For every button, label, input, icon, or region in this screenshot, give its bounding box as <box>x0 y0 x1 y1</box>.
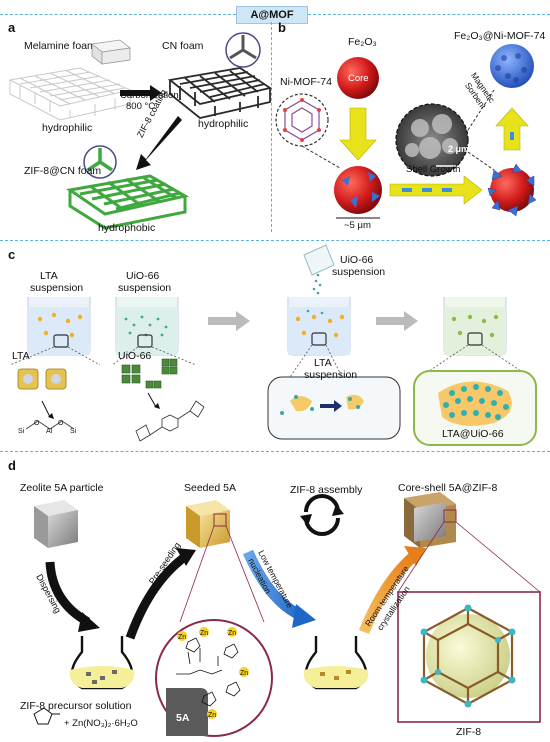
uio-suspension-label-1: UiO-66 <box>126 270 160 282</box>
fe2o3-core-sphere <box>337 57 379 99</box>
lta-mid-label-1: LTA <box>314 357 332 369</box>
zn-label-1: Zn <box>178 634 187 641</box>
precursor-label: ZIF-8 precursor solution <box>20 700 132 712</box>
zn-label-4: Zn <box>240 670 249 677</box>
divider-bc <box>0 240 550 241</box>
zif8-cn-foam-lattice <box>66 174 190 230</box>
carbonization-label: Carbonization <box>120 90 179 101</box>
melamine-foam-label: Melamine foam <box>24 40 96 52</box>
zn-label-5: Zn <box>208 712 217 719</box>
divider-ab <box>271 22 272 232</box>
uio-suspension-label-2: suspension <box>118 282 172 294</box>
precursor-flask <box>69 636 135 690</box>
panel-b-letter: b <box>278 20 286 35</box>
product-label: LTA@UiO-66 <box>442 428 504 440</box>
core-label: Core <box>348 73 369 84</box>
core-shell-cube-icon <box>404 492 457 548</box>
fe2o3-ni-mof-sphere <box>490 44 534 88</box>
room-temp-arrow <box>358 551 418 635</box>
hydrophobic-label: hydrophobic <box>98 222 156 234</box>
lta-label: LTA <box>12 350 30 362</box>
zif8-coating-arrow <box>136 116 182 170</box>
lta-suspension-label-1: LTA <box>40 270 58 282</box>
lta-mix-beaker <box>287 297 351 356</box>
product-beaker <box>443 297 507 356</box>
mix-arrow-2 <box>376 311 418 331</box>
panel-b-illustration <box>275 44 537 219</box>
assembly-cycle-icon <box>300 494 344 536</box>
zn-label-3: Zn <box>228 630 237 637</box>
ni-mof-label: Ni-MOF-74 <box>280 76 332 88</box>
uio-crystal-icons <box>121 358 178 389</box>
core-shell-label: Core-shell 5A@ZIF-8 <box>398 482 498 494</box>
reagent-label: + Zn(NO₃)₂·6H₂O <box>64 718 138 729</box>
assembly-label: ZIF-8 assembly <box>290 484 363 496</box>
shell-growth-arrow <box>389 175 483 205</box>
divider-top-right <box>308 14 550 15</box>
panel-c-illustration <box>9 244 537 446</box>
cn-foam-label: CN foam <box>162 40 204 52</box>
zif8-box-label: ZIF-8 <box>456 726 482 738</box>
lta-beaker <box>27 297 91 356</box>
white-foam-lattice <box>8 67 132 121</box>
five-a-surface <box>166 688 208 736</box>
al-label: Al <box>46 428 53 435</box>
hydrophilic-left-label: hydrophilic <box>42 122 93 134</box>
seeded-label: Seeded 5A <box>184 482 236 494</box>
five-a-label: 5A <box>176 712 190 724</box>
figure-title-badge: A@MOF <box>236 6 308 24</box>
core-down-arrow <box>339 107 377 161</box>
carbonization-arrow <box>120 85 162 101</box>
divider-cd <box>0 451 550 452</box>
uio-pour-label-2: suspension <box>332 266 386 278</box>
pre-seeding-arrow <box>125 552 189 640</box>
seeded-cube-icon <box>186 500 230 548</box>
scale-2um-label: 2 μm <box>448 144 470 154</box>
carbonization-temp-label: 800 °C <box>126 101 156 112</box>
core-shell-sphere <box>490 168 534 212</box>
uio-beaker <box>115 297 179 356</box>
core-seeded-sphere <box>334 166 382 214</box>
scale-5um-label: ~5 μm <box>344 220 371 231</box>
uio-label: UiO-66 <box>118 350 152 362</box>
si-left-label: Si <box>18 428 25 435</box>
panel-d-illustration <box>33 492 541 737</box>
fe2o3-label: Fe₂O₃ <box>348 36 377 48</box>
uio-linker-icon <box>135 400 205 442</box>
zeolite-cube-icon <box>34 500 78 548</box>
imidazole-icon <box>33 707 60 725</box>
zif8-cn-foam-label: ZIF-8@CN foam <box>24 165 102 177</box>
o-right-label: O <box>58 420 64 427</box>
mix-arrow-1 <box>208 311 250 331</box>
panel-a-illustration <box>8 32 273 230</box>
panel-a-letter: a <box>8 20 16 35</box>
shell-growth-label: Shell Growth <box>406 164 461 175</box>
o-left-label: O <box>34 420 40 427</box>
hydrophilic-right-label: hydrophilic <box>198 118 249 130</box>
zeolite-label: Zeolite 5A particle <box>20 482 104 494</box>
uio-pouring-beaker <box>303 244 335 295</box>
divider-top <box>0 14 236 15</box>
melamine-block-icon <box>91 39 131 65</box>
panel-d-letter: d <box>8 458 16 473</box>
si-right-label: Si <box>70 428 77 435</box>
magnetic-up-arrow <box>495 107 529 151</box>
panel-c-letter: c <box>8 247 16 262</box>
assembly-flask <box>303 636 369 690</box>
fe2o3-ni-mof-label: Fe₂O₃@Ni-MOF-74 <box>454 30 546 42</box>
lta-mid-label-2: suspension <box>304 369 358 381</box>
cn-foam-lattice <box>167 67 273 119</box>
zn-label-2: Zn <box>200 630 209 637</box>
uio-pour-label-1: UiO-66 <box>340 254 374 266</box>
lta-suspension-label-2: suspension <box>30 282 84 294</box>
